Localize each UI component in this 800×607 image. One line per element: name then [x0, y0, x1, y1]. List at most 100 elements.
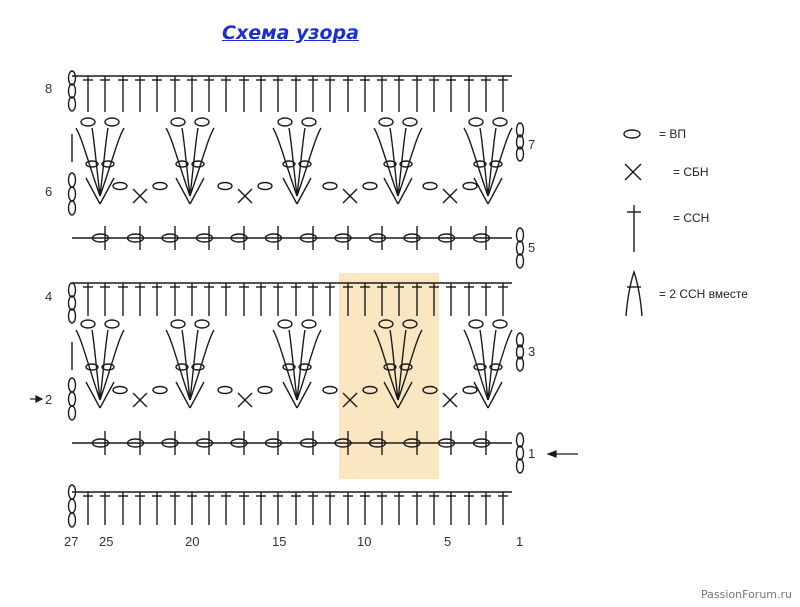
column-number-15: 15 — [272, 534, 286, 549]
column-number-25: 25 — [99, 534, 113, 549]
chain-stitch — [403, 233, 421, 243]
row-number-5: 5 — [528, 240, 535, 255]
chain-stitch — [489, 160, 503, 168]
chain-stitch — [468, 319, 484, 329]
chain-stitch — [403, 438, 421, 448]
single-crochet-stitch — [442, 392, 458, 408]
joined-stitches — [181, 329, 191, 401]
joined-stitches — [463, 127, 489, 197]
chain-stitch — [191, 363, 205, 371]
row-1-arrow-icon — [546, 450, 578, 458]
double-crochet-stitch — [99, 177, 115, 205]
chain-stitch — [175, 160, 189, 168]
chain-stitch — [91, 233, 110, 243]
row-number-8: 8 — [45, 81, 52, 96]
chain-stitch — [230, 233, 248, 243]
joined-stitches-icon — [625, 269, 643, 317]
chain-stitch — [194, 117, 210, 127]
chain-stitch — [126, 233, 145, 243]
turning-chain — [515, 458, 525, 474]
legend-joined-label: = 2 ССН вместе — [659, 287, 748, 301]
double-crochet-stitch — [85, 177, 101, 205]
chain-stitch — [362, 385, 378, 395]
joined-stitches — [487, 329, 497, 401]
single-crochet-stitch — [342, 392, 358, 408]
turning-chain — [67, 83, 77, 99]
chain-stitch — [298, 363, 312, 371]
chain-stitch — [322, 385, 338, 395]
chain-stitch — [462, 181, 478, 191]
joined-stitches — [487, 127, 497, 197]
joined-stitches — [189, 329, 199, 401]
cross-icon — [624, 163, 642, 181]
joined-stitches — [397, 329, 407, 401]
column-number-1: 1 — [516, 534, 523, 549]
legend-tall-stitch-label: = ССН — [673, 211, 709, 225]
chain-stitch — [195, 438, 214, 448]
chain-stitch — [264, 233, 283, 243]
chain-stitch — [368, 438, 387, 448]
single-crochet-stitch — [342, 188, 358, 204]
joined-stitches — [181, 127, 191, 197]
watermark: PassionForum.ru — [701, 588, 792, 601]
chain-stitch — [282, 363, 296, 371]
joined-stitches — [272, 329, 298, 401]
joined-stitches — [397, 329, 423, 401]
joined-stitches — [189, 329, 215, 401]
joined-stitches — [296, 127, 322, 197]
joined-stitches — [479, 329, 489, 401]
turning-chain — [515, 122, 525, 138]
chain-stitch — [437, 438, 456, 448]
chain-stitch — [257, 385, 273, 395]
chain-stitch — [399, 160, 413, 168]
joined-stitches — [75, 329, 101, 401]
chain-stitch — [230, 438, 248, 448]
double-crochet-stitch — [487, 381, 503, 409]
single-crochet-stitch — [237, 392, 253, 408]
chain-stitch — [170, 117, 186, 127]
tall-stitch-icon — [627, 205, 641, 252]
turning-chain — [515, 445, 525, 461]
chain-stitch — [334, 233, 352, 243]
turning-chain — [515, 134, 525, 150]
column-number-27: 27 — [64, 534, 78, 549]
chain-stitch — [473, 363, 487, 371]
joined-stitches — [99, 127, 125, 197]
single-crochet-stitch — [132, 188, 148, 204]
joined-stitches — [296, 127, 306, 197]
chain-stitch — [257, 181, 273, 191]
chain-stitch — [462, 385, 478, 395]
double-crochet-stitch — [175, 177, 191, 205]
joined-stitches — [389, 127, 399, 197]
chain-stitch — [101, 160, 115, 168]
double-crochet-stitch — [282, 177, 298, 205]
joined-stitches — [296, 329, 306, 401]
chain-stitch — [126, 438, 145, 448]
joined-stitches — [99, 329, 125, 401]
chain-stitch — [112, 385, 128, 395]
joined-stitches — [75, 127, 101, 197]
column-number-5: 5 — [444, 534, 451, 549]
turning-chain — [67, 308, 77, 324]
row-2-arrow-icon — [30, 395, 44, 403]
chain-stitch — [195, 233, 214, 243]
chain-stitch — [282, 160, 296, 168]
turning-chain — [67, 405, 77, 421]
single-crochet-stitch — [132, 392, 148, 408]
turning-chain — [67, 512, 77, 528]
turning-chain — [515, 332, 525, 348]
turning-chain — [515, 146, 525, 162]
chain-stitch — [472, 233, 491, 243]
chain-stitch — [191, 160, 205, 168]
chain-stitch — [161, 438, 179, 448]
turning-chain — [515, 356, 525, 372]
joined-stitches — [165, 127, 191, 197]
chain-stitch — [383, 160, 397, 168]
chain-stitch — [472, 438, 491, 448]
joined-stitches — [479, 127, 489, 197]
double-crochet-stitch — [189, 177, 205, 205]
chain-stitch — [104, 117, 120, 127]
joined-stitches — [99, 127, 109, 197]
chain-stitch — [489, 363, 503, 371]
joined-stitches — [189, 127, 199, 197]
